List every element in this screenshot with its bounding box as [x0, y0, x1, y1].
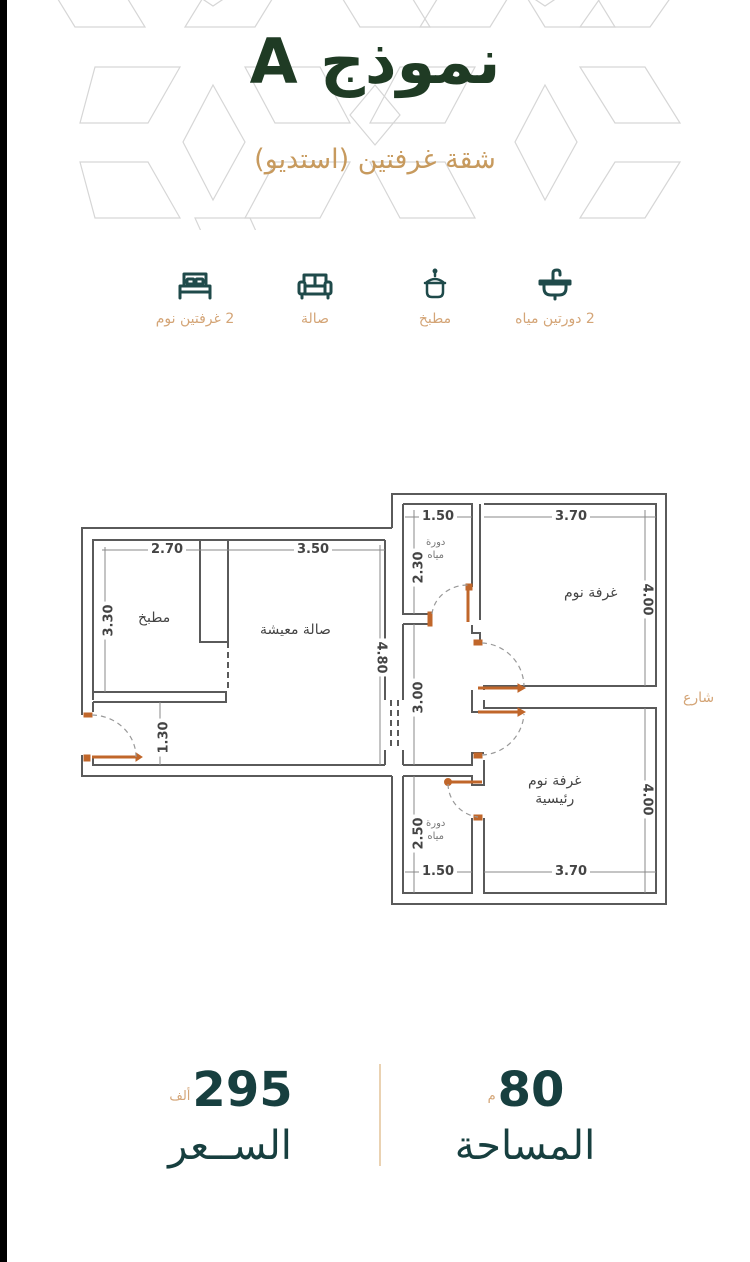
room-label-line: دورة: [426, 818, 446, 829]
feature-label: 2 دورتين مياه: [515, 311, 595, 327]
room-label-living: صالة معيشة: [260, 622, 331, 638]
dim-kitchen-width: 2.70: [148, 542, 187, 557]
title-container: نموذج A: [0, 22, 750, 102]
room-label-master: غرفة نوم رئيسية: [528, 772, 582, 808]
room-label-line: مياه: [427, 550, 445, 561]
stat-area: 80 م المساحة: [395, 1062, 655, 1170]
feature-label: 2 غرفتين نوم: [155, 311, 235, 327]
dim-kitchen-height: 3.30: [101, 601, 117, 640]
price-value: 295: [192, 1062, 293, 1118]
dim-master-width: 3.70: [552, 864, 591, 879]
stat-price: 295 ألف الســعر: [100, 1062, 360, 1170]
dim-entry-height: 1.30: [156, 718, 172, 757]
features-row: 2 غرفتين نوم صالة مطبخ: [140, 268, 610, 338]
price-unit: ألف: [169, 1089, 191, 1104]
feature-kitchen: مطبخ: [380, 268, 490, 338]
dim-bedroom-height: 4.00: [639, 580, 655, 619]
floor-plan: 2.70 3.50 3.30 4.80 1.30 1.50 2.30 3.70 …: [70, 480, 750, 920]
feature-label: صالة: [301, 311, 329, 327]
page-title: نموذج A: [249, 25, 501, 98]
cooking-pot-icon: [423, 268, 447, 299]
geometric-pattern-background: [57, 0, 682, 230]
area-label: المساحة: [454, 1123, 596, 1169]
street-label: شارع: [683, 690, 715, 706]
stats-divider: [379, 1064, 381, 1166]
dim-bath-top-width: 1.50: [419, 509, 458, 524]
feature-living: صالة: [260, 268, 370, 338]
bed-icon: [178, 272, 212, 300]
room-label-bath-top: دورة مياه: [426, 536, 445, 562]
room-label-line: مياه: [427, 831, 445, 842]
feature-bedrooms: 2 غرفتين نوم: [140, 268, 250, 338]
sink-icon: [538, 268, 572, 301]
stat-value-row: 80 م: [395, 1062, 655, 1118]
room-label-line: غرفة نوم: [528, 773, 582, 789]
feature-label: مطبخ: [418, 311, 452, 327]
room-label-bedroom: غرفة نوم: [564, 585, 618, 601]
dim-corridor-height: 3.00: [411, 678, 427, 717]
left-edge-strip: [0, 0, 7, 1262]
dim-bath-bottom-height: 2.50: [411, 814, 427, 853]
dim-master-height: 4.00: [639, 780, 655, 819]
room-label-kitchen: مطبخ: [138, 610, 171, 626]
dim-living-height: 4.80: [373, 638, 389, 677]
dim-bedroom-width: 3.70: [552, 509, 591, 524]
stats-section: 80 م المساحة 295 ألف الســعر: [0, 1062, 750, 1172]
room-label-bath-bottom: دورة مياه: [426, 817, 445, 843]
dim-living-width: 3.50: [294, 542, 333, 557]
page-subtitle: شقة غرفتين (استديو): [254, 144, 496, 175]
dim-bath-bottom-width: 1.50: [419, 864, 458, 879]
feature-bathrooms: 2 دورتين مياه: [500, 268, 610, 338]
area-value: 80: [497, 1062, 565, 1118]
room-label-line: رئيسية: [535, 791, 575, 807]
stat-value-row: 295 ألف: [100, 1062, 360, 1118]
room-label-line: دورة: [426, 537, 446, 548]
subtitle-container: شقة غرفتين (استديو): [0, 140, 750, 180]
price-label: الســعر: [168, 1123, 292, 1169]
sofa-icon: [297, 273, 333, 300]
area-unit: م: [487, 1089, 496, 1104]
dim-bath-top-height: 2.30: [411, 548, 427, 587]
